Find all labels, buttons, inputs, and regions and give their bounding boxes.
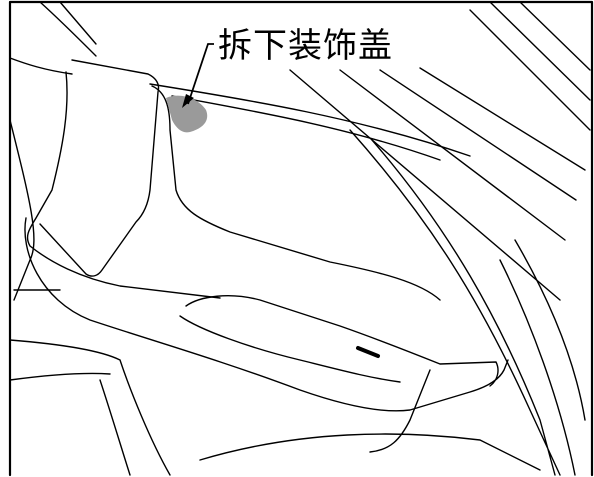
callout-leader <box>187 43 214 105</box>
callout-arrowhead <box>182 94 194 108</box>
frame-border <box>8 0 594 477</box>
armrest-edge <box>369 369 431 453</box>
beltline-lower <box>171 95 441 161</box>
callout-label: 拆下装饰盖 <box>218 26 393 66</box>
decorative-cover-highlight <box>166 95 208 133</box>
trim-outer <box>9 119 35 301</box>
pull-cup <box>179 315 401 383</box>
armrest-inner <box>185 295 499 387</box>
armrest <box>24 217 509 412</box>
lower-panel <box>9 289 541 476</box>
handle-body <box>39 59 160 277</box>
window-frame-lines <box>9 1 97 75</box>
window-switch <box>356 346 380 358</box>
glass-lines <box>289 1 591 301</box>
beltline-upper <box>149 83 471 157</box>
handle-inner <box>151 85 441 301</box>
pillar-curves <box>349 129 586 476</box>
trim-panel <box>26 71 221 299</box>
